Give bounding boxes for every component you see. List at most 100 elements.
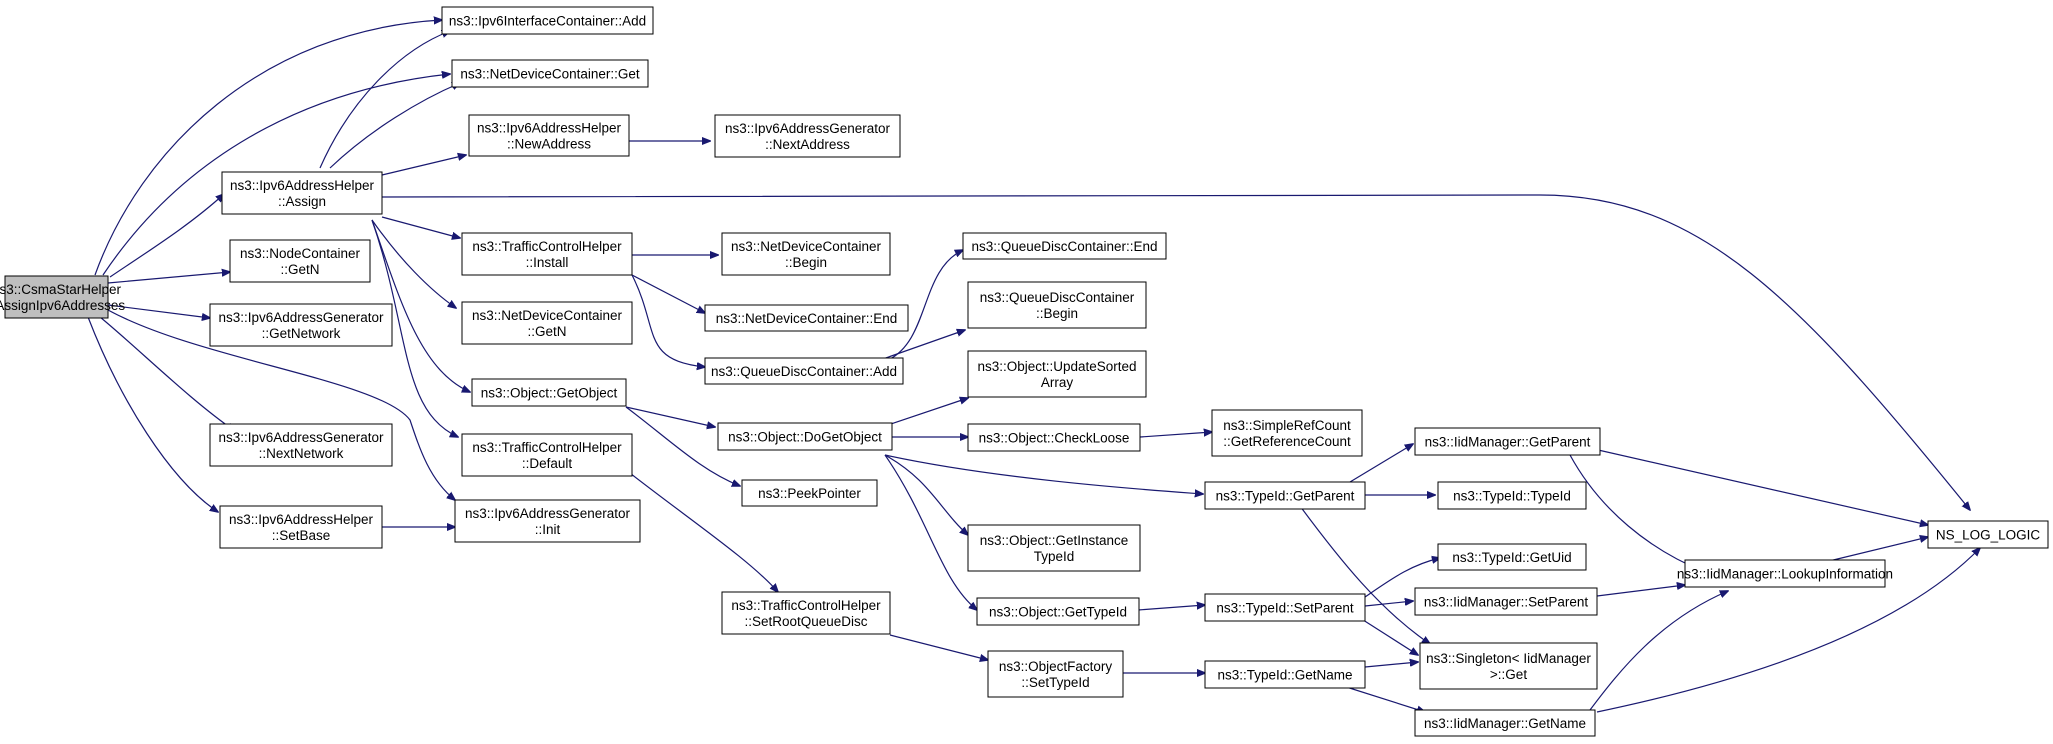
node-ndc-begin[interactable]: ns3::NetDeviceContainer::Begin xyxy=(721,232,891,276)
edge-install-qdc-add xyxy=(631,274,705,367)
node-label-line: ns3::PeekPointer xyxy=(758,486,861,501)
node-box xyxy=(721,591,891,635)
node-v6ah-setbase[interactable]: ns3::Ipv6AddressHelper::SetBase xyxy=(219,505,383,549)
node-ndc-end[interactable]: ns3::NetDeviceContainer::End xyxy=(704,304,909,332)
node-obj-checkloose[interactable]: ns3::Object::CheckLoose xyxy=(967,423,1141,452)
edge-root-v6ag-nextnet xyxy=(99,316,235,431)
node-v6ic-add[interactable]: ns3::Ipv6InterfaceContainer::Add xyxy=(441,6,654,35)
node-tid-getname[interactable]: ns3::TypeId::GetName xyxy=(1204,660,1366,689)
node-iid-getname[interactable]: ns3::IidManager::GetName xyxy=(1414,709,1596,737)
node-tid-typeid[interactable]: ns3::TypeId::TypeId xyxy=(1437,481,1587,510)
node-box xyxy=(468,114,630,157)
node-tid-setparent[interactable]: ns3::TypeId::SetParent xyxy=(1204,593,1366,622)
edge-ign-ns-log xyxy=(1596,548,1980,713)
node-v6ag-getnet[interactable]: ns3::Ipv6AddressGenerator::GetNetwork xyxy=(209,303,393,347)
node-obj-gettypeid[interactable]: ns3::Object::GetTypeId xyxy=(976,597,1140,626)
node-ndc-getn[interactable]: ns3::NetDeviceContainer::GetN xyxy=(461,301,633,345)
node-label-line: ns3::Object::CheckLoose xyxy=(979,431,1130,446)
node-root[interactable]: ns3::CsmaStarHelper::AssignIpv6Addresses xyxy=(0,275,125,319)
edge-dogetobject-getinstance xyxy=(884,454,968,535)
node-tch-setroot[interactable]: ns3::TrafficControlHelper::SetRootQueueD… xyxy=(721,591,891,635)
node-v6ah-assign[interactable]: ns3::Ipv6AddressHelper::Assign xyxy=(221,171,383,215)
node-label-line: ::GetN xyxy=(280,262,319,277)
node-label-line: ns3::TypeId::GetParent xyxy=(1216,489,1355,504)
node-label-line: ::GetReferenceCount xyxy=(1223,434,1351,449)
node-label-line: ns3::Object::GetTypeId xyxy=(989,605,1127,620)
node-tid-getuid[interactable]: ns3::TypeId::GetUid xyxy=(1437,543,1587,571)
node-v6ag-init[interactable]: ns3::Ipv6AddressGenerator::Init xyxy=(454,499,641,543)
node-tid-getparent[interactable]: ns3::TypeId::GetParent xyxy=(1204,481,1366,510)
node-label-line: ns3::QueueDiscContainer xyxy=(980,290,1135,305)
node-label-line: ::Install xyxy=(526,255,569,270)
node-label-line: ::Begin xyxy=(1036,306,1078,321)
nodes: ns3::CsmaStarHelper::AssignIpv6Addresses… xyxy=(0,6,2049,737)
edge-tgp-singleton xyxy=(1299,505,1430,644)
node-qdc-end[interactable]: ns3::QueueDiscContainer::End xyxy=(962,232,1167,260)
node-obj-getobject[interactable]: ns3::Object::GetObject xyxy=(471,378,627,407)
node-ns-log-logic[interactable]: NS_LOG_LOGIC xyxy=(1927,520,2049,549)
node-box xyxy=(714,114,901,158)
node-src-getref[interactable]: ns3::SimpleRefCount::GetReferenceCount xyxy=(1211,409,1363,457)
node-label-line: TypeId xyxy=(1034,549,1075,564)
edges xyxy=(87,20,1980,713)
node-label-line: ::AssignIpv6Addresses xyxy=(0,298,125,313)
edge-root-v6ic-add xyxy=(94,20,442,276)
node-iid-lookup[interactable]: ns3::IidManager::LookupInformation xyxy=(1677,559,1893,588)
edge-dogetobject-updatesorted xyxy=(881,398,968,428)
edge-igp-ns-log xyxy=(1584,446,1928,525)
node-label-line: Array xyxy=(1041,375,1074,390)
node-label-line: ns3::Object::UpdateSorted xyxy=(977,359,1136,374)
node-label-line: >::Get xyxy=(1490,667,1527,682)
node-label-line: ns3::Ipv6AddressHelper xyxy=(230,178,375,193)
edge-tsp-getuid xyxy=(1364,558,1440,598)
edge-getobject-dogetobject xyxy=(625,406,715,427)
node-label-line: ns3::Object::GetInstance xyxy=(980,533,1129,548)
edge-tgn-singleton xyxy=(1364,662,1418,668)
node-qdc-begin[interactable]: ns3::QueueDiscContainer::Begin xyxy=(967,281,1147,329)
edge-gettypeid-setparent xyxy=(1137,605,1205,611)
node-box xyxy=(1204,481,1366,510)
node-nc-getn[interactable]: ns3::NodeContainer::GetN xyxy=(229,239,371,283)
node-box xyxy=(976,597,1140,626)
node-of-settypeid[interactable]: ns3::ObjectFactory::SetTypeId xyxy=(987,650,1124,698)
node-box xyxy=(1437,481,1587,510)
node-box xyxy=(1927,520,2049,549)
edge-assign-tch-install xyxy=(381,216,460,238)
edge-setroot-settypeid xyxy=(889,634,988,660)
node-box xyxy=(229,239,371,283)
node-tch-install[interactable]: ns3::TrafficControlHelper::Install xyxy=(461,232,633,276)
node-iid-setparent[interactable]: ns3::IidManager::SetParent xyxy=(1414,587,1598,616)
node-qdc-add[interactable]: ns3::QueueDiscContainer::Add xyxy=(704,357,904,385)
node-box xyxy=(717,422,893,451)
node-box xyxy=(4,275,109,319)
node-label-line: ns3::NetDeviceContainer::End xyxy=(716,311,898,326)
node-box xyxy=(209,303,393,347)
node-box xyxy=(1204,593,1366,622)
node-box xyxy=(471,378,627,407)
node-tch-default[interactable]: ns3::TrafficControlHelper::Default xyxy=(461,433,633,477)
node-box xyxy=(1204,660,1366,689)
node-box xyxy=(1684,559,1886,588)
node-label-line: ::Default xyxy=(522,456,573,471)
node-box xyxy=(741,479,878,507)
node-obj-dogetobject[interactable]: ns3::Object::DoGetObject xyxy=(717,422,893,451)
node-label-line: ::GetNetwork xyxy=(262,326,341,341)
node-label-line: ns3::ObjectFactory xyxy=(999,659,1113,674)
node-singleton-get[interactable]: ns3::Singleton< IidManager >::Get xyxy=(1419,642,1598,690)
edge-root-nc-getn xyxy=(107,272,230,284)
node-v6ah-newaddr[interactable]: ns3::Ipv6AddressHelper::NewAddress xyxy=(468,114,630,157)
node-label-line: ns3::NetDeviceContainer xyxy=(472,308,623,323)
node-box xyxy=(461,433,633,477)
node-peekpointer[interactable]: ns3::PeekPointer xyxy=(741,479,878,507)
node-v6ag-nextnet[interactable]: ns3::Ipv6AddressGenerator::NextNetwork xyxy=(209,423,393,467)
node-label-line: ns3::TypeId::GetUid xyxy=(1452,550,1571,565)
node-box xyxy=(441,6,654,35)
node-v6ag-nextaddr[interactable]: ns3::Ipv6AddressGenerator::NextAddress xyxy=(714,114,901,158)
node-iid-getparent[interactable]: ns3::IidManager::GetParent xyxy=(1414,427,1601,456)
node-box xyxy=(987,650,1124,698)
node-ndc-get[interactable]: ns3::NetDeviceContainer::Get xyxy=(451,59,649,88)
edge-lookup-ns-log xyxy=(1824,537,1928,563)
